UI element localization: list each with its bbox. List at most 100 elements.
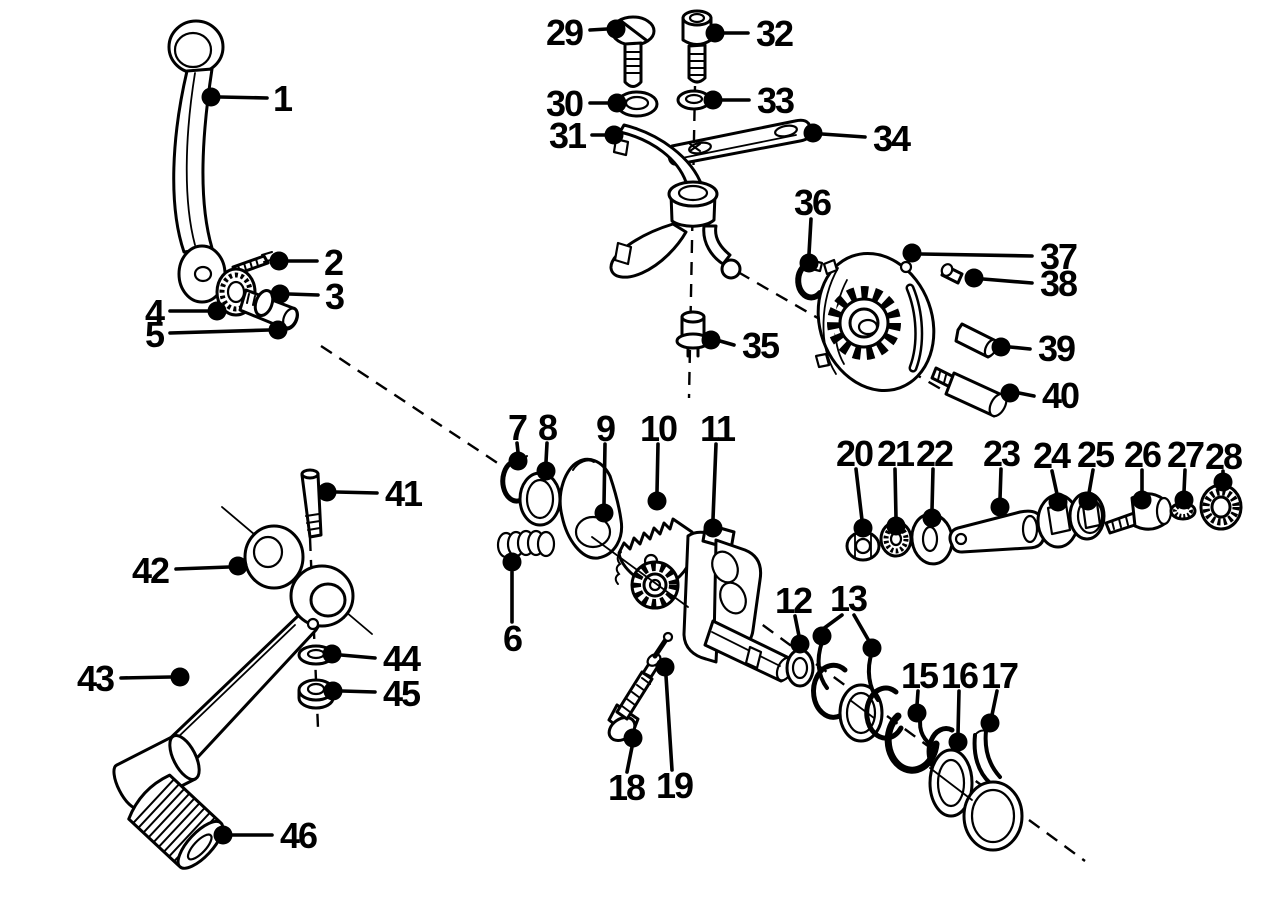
- part-lever-arm-23: [948, 509, 1046, 554]
- fork-pin: [720, 258, 742, 280]
- callout-26: 26: [1124, 434, 1163, 510]
- axis-overlines: [257, 534, 973, 801]
- leader-line-38: [981, 277, 1034, 285]
- callout-19: 19: [655, 657, 695, 806]
- callout-dot-38: [964, 268, 984, 288]
- leader-line-3: [287, 292, 320, 297]
- leader-line-1: [218, 95, 269, 100]
- callout-dot-22: [922, 508, 942, 528]
- part-washer-33: [676, 89, 712, 111]
- callout-18: 18: [608, 728, 647, 808]
- callout-dot-18: [623, 728, 643, 748]
- callout-dot-13: [812, 626, 832, 646]
- callout-dot-4: [207, 301, 227, 321]
- callout-4: 4: [145, 292, 227, 333]
- callout-22: 22: [916, 433, 955, 528]
- callout-27: 27: [1167, 434, 1206, 510]
- part-number-16: 16: [941, 655, 978, 696]
- part-number-20: 20: [836, 433, 873, 474]
- part-number-17: 17: [981, 655, 1018, 696]
- callout-45: 45: [323, 673, 423, 714]
- part-socket-bolt: [681, 9, 713, 84]
- callout-dot-31: [604, 125, 624, 145]
- callout-dot-35: [701, 330, 721, 350]
- callout-dot-37: [902, 243, 922, 263]
- callout-dot-30: [607, 93, 627, 113]
- part-number-13: 13: [830, 578, 867, 619]
- part-number-4: 4: [145, 292, 165, 333]
- callout-44: 44: [322, 638, 423, 679]
- part-number-28: 28: [1205, 436, 1242, 477]
- leader-line-35: [718, 339, 736, 347]
- callout-dot-9: [594, 503, 614, 523]
- part-bushing-35: [675, 310, 711, 358]
- callout-dot-40: [1000, 383, 1020, 403]
- part-number-8: 8: [538, 407, 557, 448]
- leader-line-10: [655, 442, 660, 494]
- callout-2: 2: [269, 242, 345, 283]
- callout-dot-43: [170, 667, 190, 687]
- leader-line-42: [174, 565, 231, 571]
- callout-6: 6: [502, 552, 524, 659]
- callout-dot-15: [907, 703, 927, 723]
- part-pawl-9: [558, 457, 624, 560]
- callout-dot-33: [703, 90, 723, 110]
- callout-dot-28: [1213, 472, 1233, 492]
- leader-line-36: [807, 217, 813, 256]
- callout-30: 30: [546, 83, 627, 124]
- leader-line-9: [602, 442, 607, 506]
- part-number-35: 35: [742, 325, 780, 366]
- callout-dot-8: [536, 461, 556, 481]
- part-number-11: 11: [700, 408, 736, 449]
- leader-line-13: [821, 613, 844, 631]
- callout-41: 41: [317, 473, 425, 514]
- callout-dot-11: [703, 518, 723, 538]
- callout-10: 10: [640, 408, 679, 511]
- callout-dot-16: [948, 732, 968, 752]
- leader-line-18: [625, 745, 634, 774]
- part-number-21: 21: [877, 433, 915, 474]
- part-number-19: 19: [656, 765, 693, 806]
- callout-24: 24: [1033, 435, 1073, 512]
- callout-5: 5: [145, 314, 288, 355]
- leader-line-13: [852, 613, 871, 643]
- part-number-2: 2: [324, 242, 343, 283]
- part-bushing-12: [785, 648, 815, 688]
- callout-21: 21: [877, 433, 917, 536]
- part-number-34: 34: [873, 118, 911, 159]
- part-number-36: 36: [794, 182, 831, 223]
- part-number-7: 7: [508, 407, 527, 448]
- callout-34: 34: [803, 118, 913, 159]
- callout-29: 29: [546, 12, 626, 53]
- callout-dot-12: [790, 634, 810, 654]
- callout-37: 37: [902, 236, 1079, 277]
- leader-line-29: [588, 27, 609, 32]
- callout-23: 23: [983, 433, 1022, 517]
- callout-dot-10: [647, 491, 667, 511]
- callout-dot-46: [213, 825, 233, 845]
- callout-dot-13: [862, 638, 882, 658]
- callout-dot-36: [799, 253, 819, 273]
- callout-8: 8: [536, 407, 559, 481]
- callout-39: 39: [991, 328, 1077, 369]
- callout-dot-3: [270, 284, 290, 304]
- leader-line-11: [711, 442, 718, 521]
- callout-dot-32: [705, 23, 725, 43]
- leader-line-5: [168, 328, 271, 335]
- leader-line-25: [1087, 468, 1095, 495]
- callout-20: 20: [836, 433, 875, 538]
- callout-dot-20: [853, 518, 873, 538]
- part-flat-strap: [667, 118, 813, 166]
- part-clamp-17: [962, 729, 1024, 852]
- callout-dot-7: [508, 451, 528, 471]
- callout-dot-19: [655, 657, 675, 677]
- callout-dot-26: [1132, 490, 1152, 510]
- part-slot-washer-22: [910, 512, 954, 566]
- callout-16: 16: [941, 655, 980, 752]
- part-knurled-knob-28: [1199, 483, 1243, 531]
- part-gearshift-pedal-43: [112, 564, 355, 810]
- part-number-9: 9: [596, 408, 615, 449]
- callout-dot-23: [990, 497, 1010, 517]
